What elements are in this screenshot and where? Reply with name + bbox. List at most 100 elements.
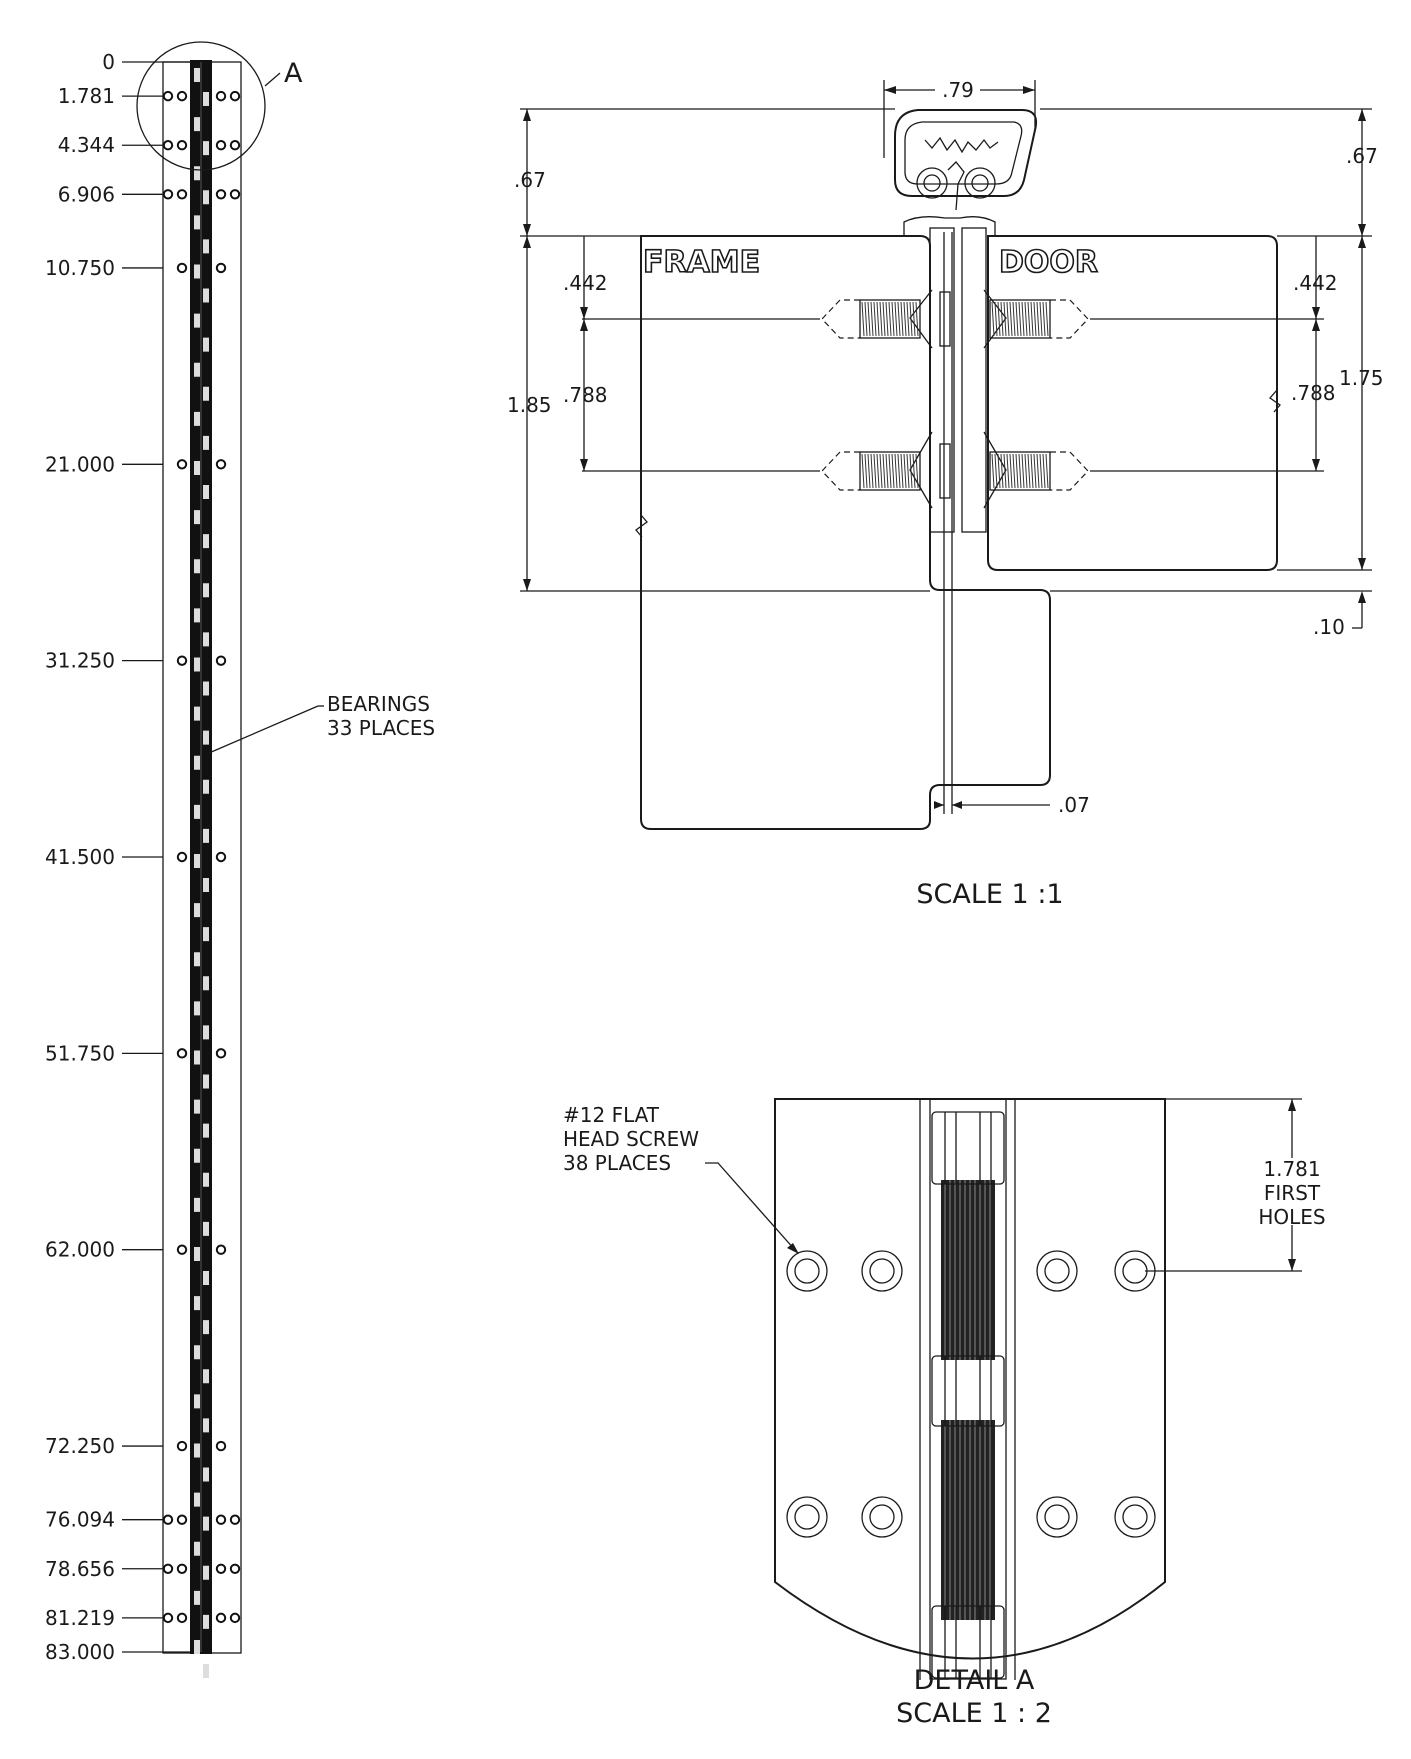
screw-hole <box>176 1048 188 1059</box>
dim-left-total: 1.85 <box>507 393 552 417</box>
bearing-mark <box>194 854 200 868</box>
pin-stripes <box>944 1180 991 1620</box>
thread-line <box>1033 453 1037 489</box>
door-screw-upper <box>983 289 1089 349</box>
screw-hole <box>162 1612 174 1624</box>
dim-pin-gap: .07 <box>1058 793 1090 817</box>
position-label: 0 <box>102 50 115 74</box>
thread-line <box>915 301 919 337</box>
position-label: 83.000 <box>45 1640 115 1664</box>
detail-scale-label: SCALE 1 : 2 <box>896 1698 1052 1729</box>
bearing-mark <box>194 461 200 475</box>
bearing-mark <box>194 117 200 132</box>
screw-hole <box>215 1048 227 1059</box>
thread-line <box>876 301 880 337</box>
thread-line <box>876 453 880 489</box>
bearing-mark <box>194 1590 200 1605</box>
thread-line <box>882 453 886 489</box>
thread-line <box>1015 453 1019 489</box>
dim-right-788: .788 <box>1291 381 1336 405</box>
thread-line <box>912 301 916 337</box>
thread-line <box>906 301 910 337</box>
bearing-mark <box>194 1099 200 1114</box>
bearing-mark <box>194 952 200 967</box>
thread-line <box>1042 453 1046 489</box>
screw-hole-outer <box>1036 1250 1078 1292</box>
thread-line <box>882 301 886 337</box>
bearing-mark <box>194 1197 200 1212</box>
thread-line <box>879 453 883 489</box>
screw-hole <box>176 655 188 666</box>
position-label: 78.656 <box>45 1557 115 1581</box>
detail-a-callout-circle <box>136 41 266 171</box>
detail-pin-upper <box>941 1180 995 1360</box>
position-label: 21.000 <box>45 452 115 476</box>
screw-hole <box>215 262 227 274</box>
thread-line <box>909 301 913 337</box>
thread-line <box>1024 301 1028 337</box>
screw-hole <box>215 189 227 200</box>
screw-hole <box>176 1514 188 1525</box>
thread-line <box>897 453 901 489</box>
position-label: 1.781 <box>58 84 115 108</box>
thread-line <box>1012 453 1016 489</box>
thread-line <box>1036 301 1040 337</box>
bearing-marks <box>194 68 209 1678</box>
screw-hole <box>229 1563 241 1574</box>
position-label: 76.094 <box>45 1508 115 1532</box>
screw-hole-outer <box>861 1250 903 1292</box>
thread-line <box>1009 453 1013 489</box>
screw-hole <box>162 140 174 151</box>
screw-hole <box>229 1514 241 1525</box>
thread-line <box>1012 301 1016 337</box>
dim-left-788: .788 <box>563 383 608 407</box>
thread-line <box>888 301 892 337</box>
cover-gear-teeth <box>924 136 999 154</box>
bearing-mark <box>194 706 200 721</box>
callout-leader <box>264 72 281 87</box>
screw-hole <box>176 851 188 863</box>
cover-knuckle-left <box>916 167 948 199</box>
bearings-leader <box>208 705 319 754</box>
thread-line <box>1000 453 1004 489</box>
bearing-mark <box>194 1640 200 1654</box>
thread-line <box>1039 453 1043 489</box>
screw-hole <box>215 1440 227 1452</box>
bearing-mark <box>194 903 200 918</box>
thread-line <box>885 301 889 337</box>
screw-hole <box>215 655 227 666</box>
bearing-mark <box>194 1001 200 1016</box>
screw-hole <box>215 459 227 470</box>
thread-line <box>861 301 865 337</box>
thread-line <box>903 453 907 489</box>
screw-hole <box>229 140 241 151</box>
thread-line <box>885 453 889 489</box>
bearing-mark <box>194 1050 200 1065</box>
position-label: 31.250 <box>45 649 115 673</box>
bearing-mark <box>194 1296 200 1311</box>
screw-hole-outer <box>786 1496 828 1538</box>
thread-line <box>1030 301 1034 337</box>
screw-hole <box>215 1612 227 1624</box>
screw-hole-inner <box>1122 1258 1148 1284</box>
bearing-mark <box>194 1247 200 1261</box>
screw-hole <box>176 1440 188 1452</box>
detail-knuckle-channel <box>929 1098 1007 1680</box>
position-label: 81.219 <box>45 1606 115 1630</box>
thread-line <box>1033 301 1037 337</box>
dim-right-total: 1.75 <box>1339 366 1384 390</box>
frame-block <box>640 235 1051 830</box>
thread-line <box>1009 301 1013 337</box>
detail-pin-lower <box>941 1420 995 1620</box>
thread-line <box>888 453 892 489</box>
cover-inner <box>904 121 1023 185</box>
thread-line <box>1039 301 1043 337</box>
screw-hole-inner <box>1044 1504 1070 1530</box>
screw-hole-inner <box>794 1504 820 1530</box>
screw-hole <box>229 90 241 102</box>
screw-hole <box>215 851 227 863</box>
bearings-note-line1: BEARINGS <box>327 692 430 716</box>
thread-line <box>900 301 904 337</box>
screw-hole-inner <box>794 1258 820 1284</box>
